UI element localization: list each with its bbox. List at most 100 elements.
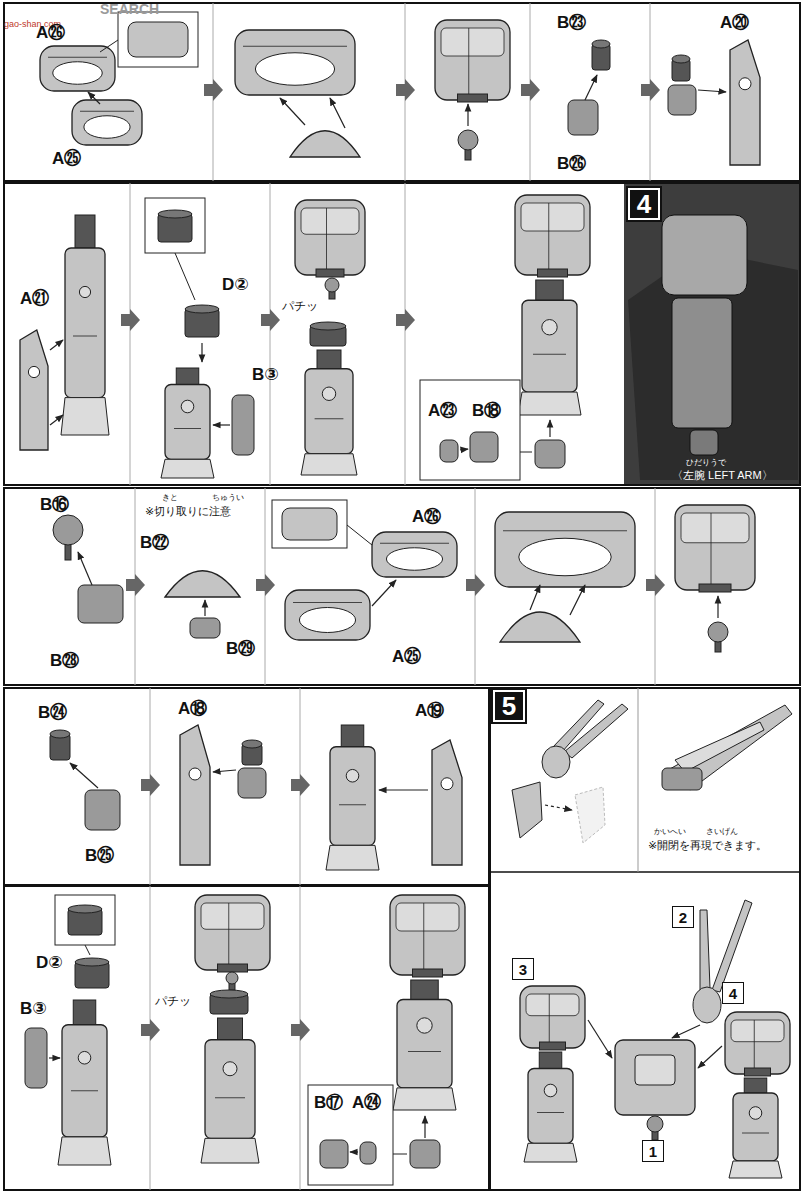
small-part: [232, 395, 254, 455]
panel-frame: [4, 183, 800, 485]
armor-shell: [40, 46, 115, 91]
small-part: [25, 1028, 47, 1088]
elbow-joint: [341, 725, 364, 747]
step-arrow: [141, 774, 160, 796]
small-part: [668, 85, 696, 115]
assembly-number: 3: [512, 958, 534, 980]
step-number-text: 3: [519, 962, 527, 977]
assembly-arrow: [50, 415, 63, 425]
peg-hole: [739, 78, 751, 90]
step-arrow: [291, 1019, 310, 1041]
forearm-armor: [65, 248, 105, 398]
panel-line: [533, 354, 566, 355]
assembly-arrow: [49, 1057, 60, 1058]
part-number: A⑲: [415, 702, 444, 721]
part-number: B⑯: [40, 496, 69, 515]
forearm-armor: [528, 1069, 573, 1144]
photo-shoulder: [662, 215, 747, 295]
dome-insert: [165, 571, 240, 597]
detail-callout: [420, 380, 520, 480]
forearm-half: [730, 40, 760, 165]
small-part: [238, 768, 266, 798]
forearm-cuff: [161, 459, 214, 478]
assembly-number: 1: [642, 1140, 664, 1162]
part-number: A㉑: [20, 290, 49, 309]
cylinder-top: [50, 730, 70, 738]
face-shield-open: [575, 787, 605, 843]
shoulder-armor: [675, 505, 755, 590]
detail-callout: [145, 198, 205, 253]
forearm-armor: [733, 1093, 778, 1161]
armor-panel: [731, 1020, 784, 1042]
forearm-armor: [330, 747, 375, 846]
callout-leader: [520, 452, 532, 453]
assembly-arrow: [204, 600, 205, 616]
step-number-text: 4: [729, 986, 737, 1001]
forearm-cuff: [61, 398, 109, 435]
small-part: [85, 790, 120, 830]
elbow-joint: [539, 1052, 562, 1069]
small-part: [360, 1142, 376, 1164]
panel-line: [326, 208, 327, 269]
watermark: SEARCH: [100, 2, 159, 17]
ball-joint: [647, 1116, 663, 1132]
shell-opening: [519, 538, 611, 576]
panel-line: [742, 1133, 769, 1134]
armor-tab: [413, 969, 443, 977]
shell-opening: [84, 116, 130, 139]
shell-front-view: [128, 22, 188, 57]
assembly-arrow: [672, 1025, 700, 1038]
forearm-armor: [397, 1000, 452, 1088]
peg-hole: [441, 778, 453, 790]
shell-opening: [299, 608, 355, 633]
assembly-number: 2: [672, 906, 694, 928]
step-arrow: [141, 1019, 160, 1041]
step-arrow: [291, 774, 310, 796]
panel-line: [243, 46, 347, 47]
armor-shell: [285, 590, 370, 640]
part-number: A㉖: [412, 508, 441, 527]
armor-panel: [396, 903, 459, 931]
forearm-detail: [78, 1051, 91, 1064]
part-number: B㉔: [38, 704, 67, 723]
sound-effect: パチッ: [155, 995, 191, 1008]
peg-hole: [189, 768, 201, 780]
panel-line: [73, 336, 97, 337]
arm-title: 〈左腕 LEFT ARM〉: [672, 469, 773, 481]
assembly-number: 4: [722, 982, 744, 1004]
step-arrow: [256, 574, 275, 596]
step-arrow: [126, 574, 145, 596]
assembly-arrow: [460, 449, 468, 450]
panel-line: [315, 418, 344, 419]
wing-antenna: [564, 704, 628, 758]
forearm-detail: [223, 1062, 237, 1076]
note-text: ※切り取りに注意: [145, 505, 231, 517]
part-number: B㉙: [226, 640, 255, 659]
step-number: 5: [493, 690, 525, 722]
step-separator: [405, 183, 406, 485]
armor-tab: [538, 269, 568, 277]
part-number: B㉒: [140, 534, 169, 553]
sound-effect: パチッ: [282, 300, 318, 313]
shell-opening: [255, 53, 334, 86]
assembly-arrow: [70, 763, 98, 788]
forearm-detail: [181, 400, 194, 413]
panel-line: [711, 513, 712, 584]
armor-tab: [316, 269, 344, 277]
ball-joint: [458, 130, 478, 150]
peg-hole: [28, 366, 39, 377]
cylinder-top: [592, 40, 610, 48]
step-arrow: [466, 574, 485, 596]
panel-line: [468, 28, 469, 94]
assembly-arrow: [372, 580, 396, 606]
face-shield: [512, 782, 542, 838]
assembly-arrow: [717, 596, 718, 618]
small-part: [190, 618, 220, 638]
step-number-text: 1: [649, 1144, 657, 1159]
assembly-arrow: [698, 1046, 722, 1068]
forearm-cuff: [393, 1088, 456, 1110]
armor-shell: [235, 30, 355, 95]
shell-front-view: [282, 508, 337, 540]
step-arrow: [396, 309, 415, 331]
elbow-joint: [218, 1018, 243, 1040]
